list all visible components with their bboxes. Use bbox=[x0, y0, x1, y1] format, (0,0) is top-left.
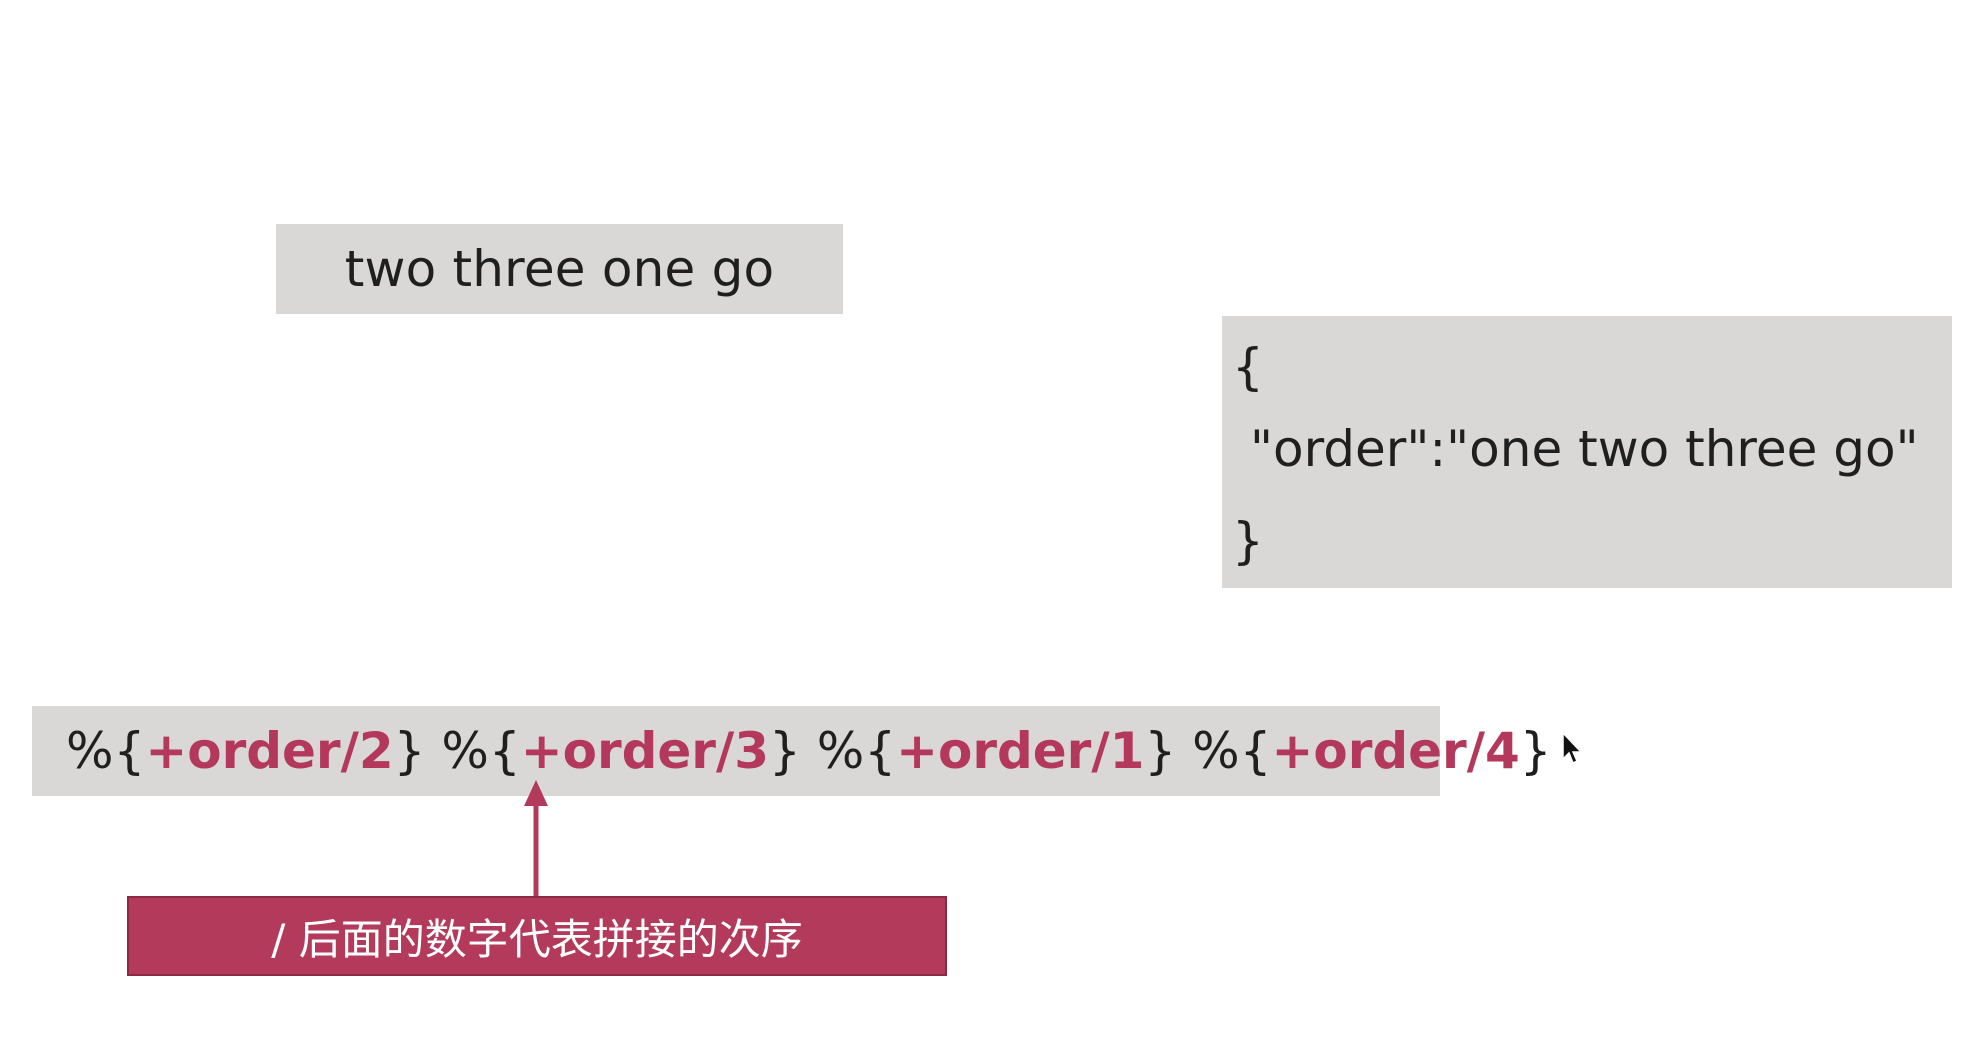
result-text: two three one go bbox=[344, 240, 775, 298]
order-token-2: +order/2 bbox=[145, 722, 394, 780]
template-segment-1: %{+order/2} bbox=[66, 722, 426, 780]
json-open-brace: { bbox=[1232, 338, 1264, 396]
order-token-3: +order/3 bbox=[520, 722, 770, 780]
order-token-1: +order/1 bbox=[896, 722, 1145, 780]
json-example-box: { "order":"one two three go" } bbox=[1222, 316, 1952, 588]
template-segment-3: %{+order/1} bbox=[816, 722, 1177, 780]
order-token-4: +order/4 bbox=[1271, 722, 1520, 780]
template-segment-2: %{+order/3} bbox=[441, 722, 801, 780]
template-segment-4: %{+order/4} bbox=[1192, 722, 1552, 780]
json-order-line: "order":"one two three go" bbox=[1250, 420, 1919, 478]
result-output-box: two three one go bbox=[276, 224, 843, 314]
annotation-text: / 后面的数字代表拼接的次序 bbox=[271, 914, 803, 964]
annotation-label: / 后面的数字代表拼接的次序 bbox=[127, 896, 947, 976]
mouse-pointer-icon bbox=[1562, 731, 1583, 765]
template-expression-box: %{+order/2} %{+order/3} %{+order/1} %{+o… bbox=[32, 706, 1552, 796]
json-close-brace: } bbox=[1232, 512, 1264, 570]
